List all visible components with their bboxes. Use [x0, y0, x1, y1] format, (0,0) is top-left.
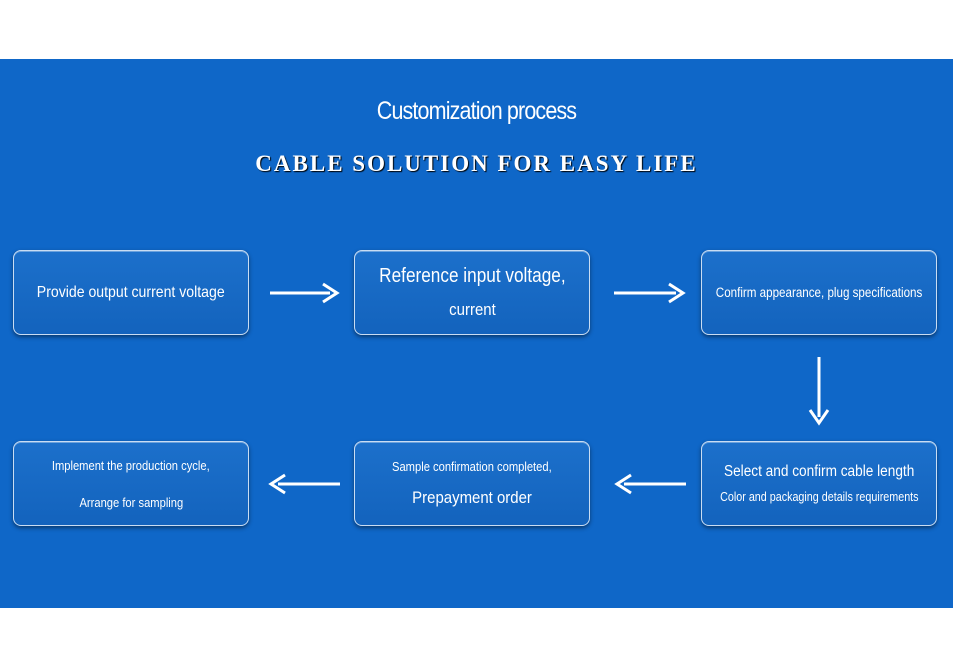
step-2-line-1: Reference input voltage,: [378, 265, 566, 287]
arrow-right-icon: [270, 282, 340, 304]
step-box-6: Implement the production cycle, Arrange …: [13, 441, 249, 526]
step-6-line-1: Implement the production cycle,: [52, 457, 210, 473]
page-title: Customization process: [376, 97, 577, 125]
arrow-down-icon: [808, 357, 830, 426]
arrow-left-icon: [268, 473, 340, 495]
step-4-line-1: Select and confirm cable length: [723, 463, 915, 480]
step-1-line-1: Provide output current voltage: [37, 283, 225, 301]
step-3-line-1: Confirm appearance, plug specifications: [715, 285, 923, 300]
step-4-line-2: Color and packaging details requirements: [719, 490, 919, 504]
step-box-1: Provide output current voltage: [13, 250, 249, 335]
step-5-line-2: Prepayment order: [412, 488, 532, 507]
step-box-3: Confirm appearance, plug specifications: [701, 250, 937, 335]
arrow-left-icon: [614, 473, 686, 495]
step-5-line-1: Sample confirmation completed,: [392, 459, 552, 474]
step-2-line-2: current: [448, 300, 496, 319]
process-panel: Customization process CABLE SOLUTION FOR…: [0, 59, 953, 608]
step-box-4: Select and confirm cable length Color an…: [701, 441, 937, 526]
page-subtitle: CABLE SOLUTION FOR EASY LIFE: [255, 151, 698, 176]
arrow-right-icon: [614, 282, 686, 304]
step-box-5: Sample confirmation completed, Prepaymen…: [354, 441, 590, 526]
step-box-2: Reference input voltage, current: [354, 250, 590, 335]
step-6-line-2: Arrange for sampling: [79, 494, 183, 510]
